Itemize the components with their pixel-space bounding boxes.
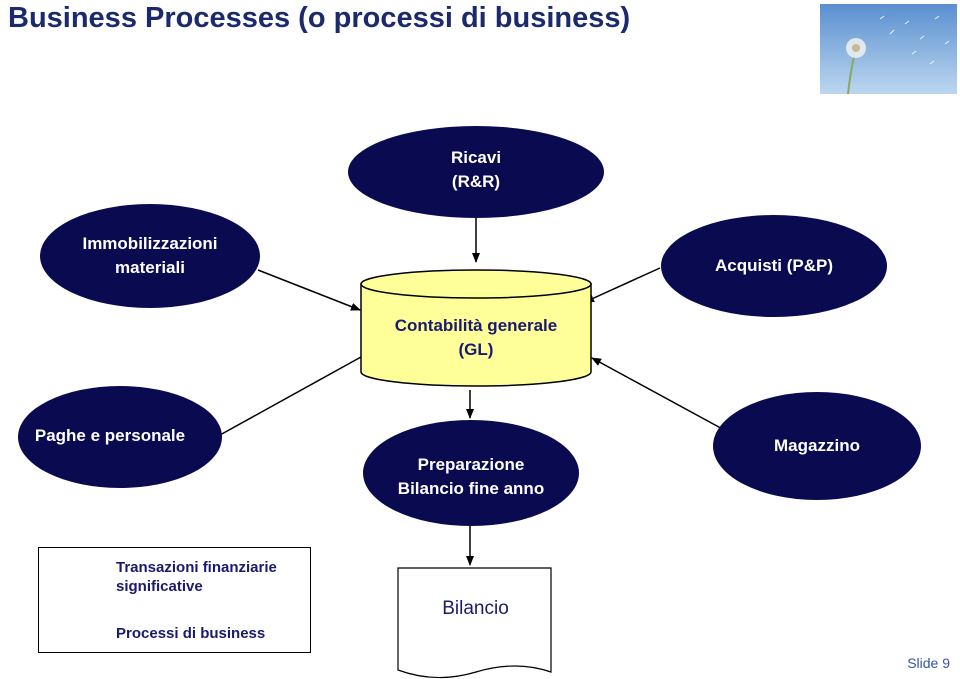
process-ricavi [348, 126, 604, 218]
arrow-acquisti-to-gl [584, 267, 661, 303]
legend-arrow-label: Transazioni finanziarie significative [116, 559, 277, 595]
process-immobilizzazioni [40, 204, 260, 308]
process-magazzino [713, 392, 921, 500]
acquisti-label: Acquisti (P&P) [714, 256, 834, 275]
bilancio-document-shape [397, 567, 552, 679]
page-title: Business Processes (o processi di busine… [8, 2, 631, 34]
legend-process-label: Processi di business [116, 625, 266, 642]
slide-number: Slide 9 [907, 655, 950, 671]
paghe-label: Paghe e personale [34, 426, 186, 445]
magazzino-label: Magazzino [774, 436, 860, 455]
dandelion-image [820, 4, 957, 94]
arrow-paghe-to-gl [219, 351, 371, 436]
process-acquisti [661, 215, 887, 317]
process-paghe [18, 386, 222, 488]
arrow-magazzino-to-gl [591, 357, 729, 433]
arrow-immobilizzazioni-to-gl [257, 269, 361, 311]
gl-database-cylinder [360, 269, 592, 387]
legend [38, 547, 311, 653]
transaction-arrows [219, 218, 729, 566]
contabilita-label: Contabilità generale(GL) [394, 316, 558, 359]
process-preparazione [363, 420, 579, 526]
bilancio-label: Bilancio [442, 598, 509, 619]
ricavi-label: Ricavi(R&R) [450, 148, 502, 191]
